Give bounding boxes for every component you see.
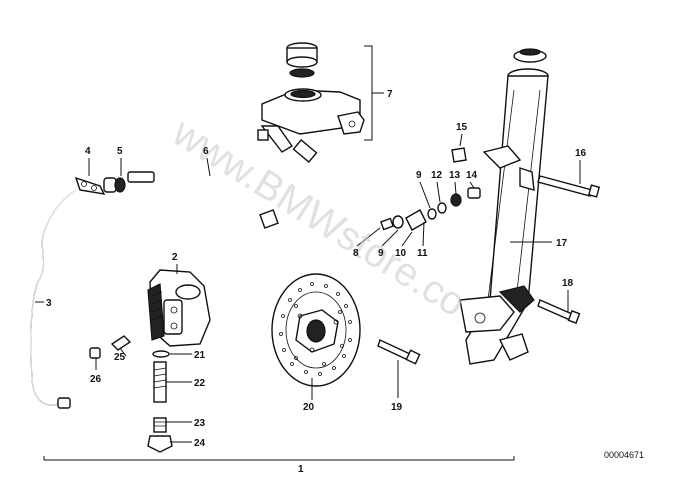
- callout-26[interactable]: 26: [90, 374, 102, 385]
- callout-23[interactable]: 23: [194, 418, 206, 429]
- callout-8[interactable]: 8: [353, 248, 359, 259]
- leader-lines: [35, 133, 581, 461]
- callout-12[interactable]: 12: [431, 170, 443, 181]
- diagram-reference-number: 00004671: [604, 450, 644, 460]
- callout-24[interactable]: 24: [194, 438, 206, 449]
- callout-11[interactable]: 11: [417, 248, 428, 259]
- brake-hose[interactable]: [127, 138, 331, 229]
- fork-slider[interactable]: [459, 48, 549, 365]
- callout-10[interactable]: 10: [395, 248, 407, 259]
- callout-9a[interactable]: 9: [378, 248, 384, 259]
- callout-5[interactable]: 5: [117, 146, 123, 157]
- callout-20[interactable]: 20: [303, 402, 315, 413]
- caliper-pin[interactable]: [147, 361, 173, 453]
- fork-hardware[interactable]: [380, 147, 601, 324]
- callout-13[interactable]: 13: [449, 170, 461, 181]
- brake-caliper[interactable]: [147, 269, 211, 347]
- callout-19[interactable]: 19: [391, 402, 403, 413]
- callout-16[interactable]: 16: [575, 148, 587, 159]
- brake-line[interactable]: [30, 189, 77, 409]
- callout-14[interactable]: 14: [466, 170, 478, 181]
- callout-labels: 1 2 3 4 5 6 7 8 9 9 10 11 12 13 14 15 16…: [46, 89, 587, 475]
- callout-9b[interactable]: 9: [416, 170, 422, 181]
- callout-1[interactable]: 1: [298, 464, 304, 475]
- callout-4[interactable]: 4: [85, 146, 91, 157]
- bleeder-valve[interactable]: [89, 335, 170, 359]
- brake-disc[interactable]: [271, 273, 361, 387]
- brake-fluid-reservoir[interactable]: [257, 42, 365, 153]
- banjo-bolt[interactable]: [74, 176, 126, 195]
- callout-7[interactable]: 7: [387, 89, 393, 100]
- callout-25[interactable]: 25: [114, 352, 126, 363]
- callout-15[interactable]: 15: [456, 122, 468, 133]
- callout-2[interactable]: 2: [172, 252, 178, 263]
- callout-3[interactable]: 3: [46, 298, 52, 309]
- callout-21[interactable]: 21: [194, 350, 206, 361]
- callout-17[interactable]: 17: [556, 238, 568, 249]
- axle-bolt[interactable]: [377, 339, 421, 365]
- callout-6[interactable]: 6: [203, 146, 209, 157]
- callout-22[interactable]: 22: [194, 378, 206, 389]
- callout-18[interactable]: 18: [562, 278, 574, 289]
